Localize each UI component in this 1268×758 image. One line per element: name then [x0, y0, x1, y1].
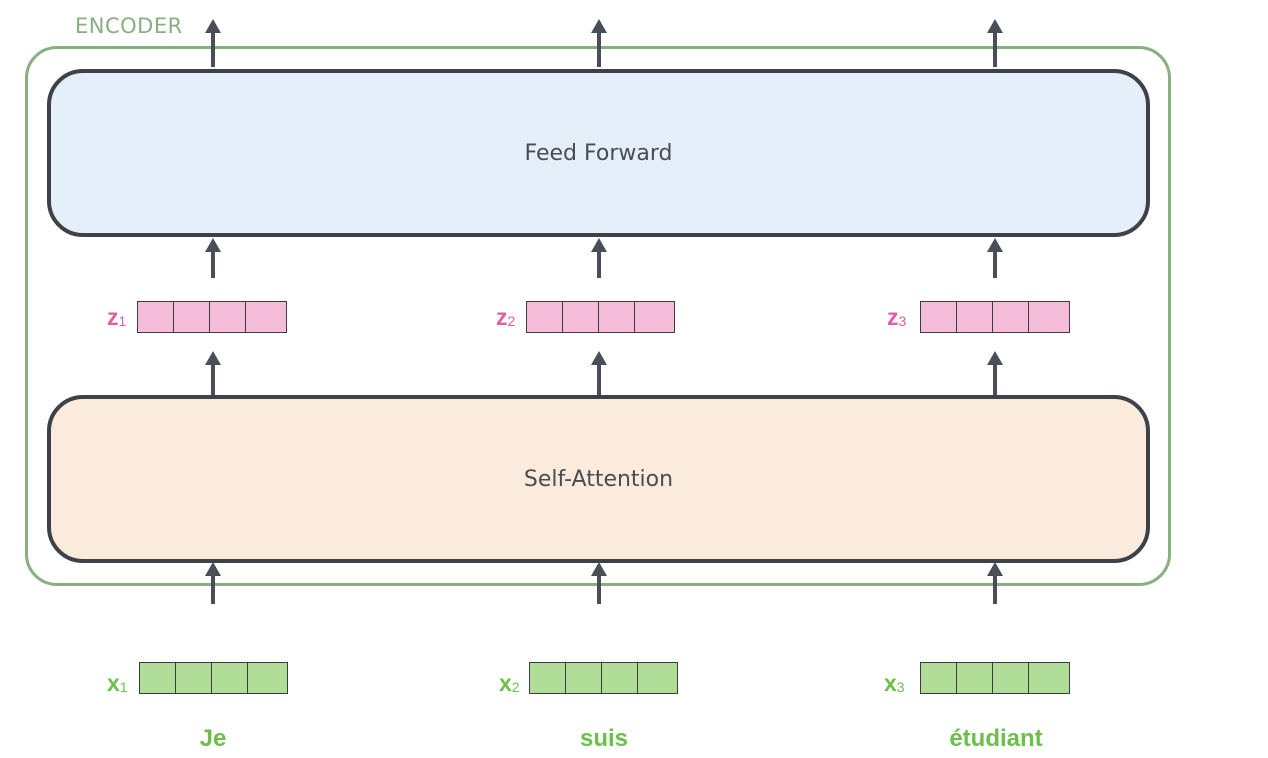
x2-label: x2 [499, 670, 520, 696]
arrow-up-icon [591, 562, 607, 604]
arrow-up-icon [987, 19, 1003, 67]
input-word-1: Je [199, 725, 227, 752]
feed-forward-label: Feed Forward [524, 140, 673, 166]
self-attention-block: Self-Attention [47, 395, 1150, 563]
arrow-up-icon [205, 238, 221, 278]
feed-forward-block: Feed Forward [47, 69, 1150, 237]
self-attention-label: Self-Attention [523, 466, 674, 492]
z1-label: z1 [107, 304, 127, 330]
arrow-up-icon [591, 19, 607, 67]
arrow-up-icon [591, 238, 607, 278]
input-word-3: étudiant [949, 725, 1043, 752]
x2-vector [529, 662, 678, 694]
arrow-up-icon [987, 562, 1003, 604]
arrow-up-icon [205, 351, 221, 395]
arrow-up-icon [205, 19, 221, 67]
z1-vector [137, 301, 287, 333]
input-word-2: suis [579, 725, 629, 752]
x3-vector [920, 662, 1070, 694]
arrow-up-icon [987, 351, 1003, 395]
z3-vector [920, 301, 1070, 333]
arrow-up-icon [205, 562, 221, 604]
z3-label: z3 [887, 304, 907, 330]
arrow-up-icon [591, 351, 607, 395]
encoder-label: ENCODER [73, 12, 185, 40]
z2-label: z2 [496, 304, 516, 330]
arrow-up-icon [987, 238, 1003, 278]
x1-vector [139, 662, 288, 694]
x3-label: x3 [884, 670, 905, 696]
x1-label: x1 [107, 670, 128, 696]
z2-vector [526, 301, 675, 333]
